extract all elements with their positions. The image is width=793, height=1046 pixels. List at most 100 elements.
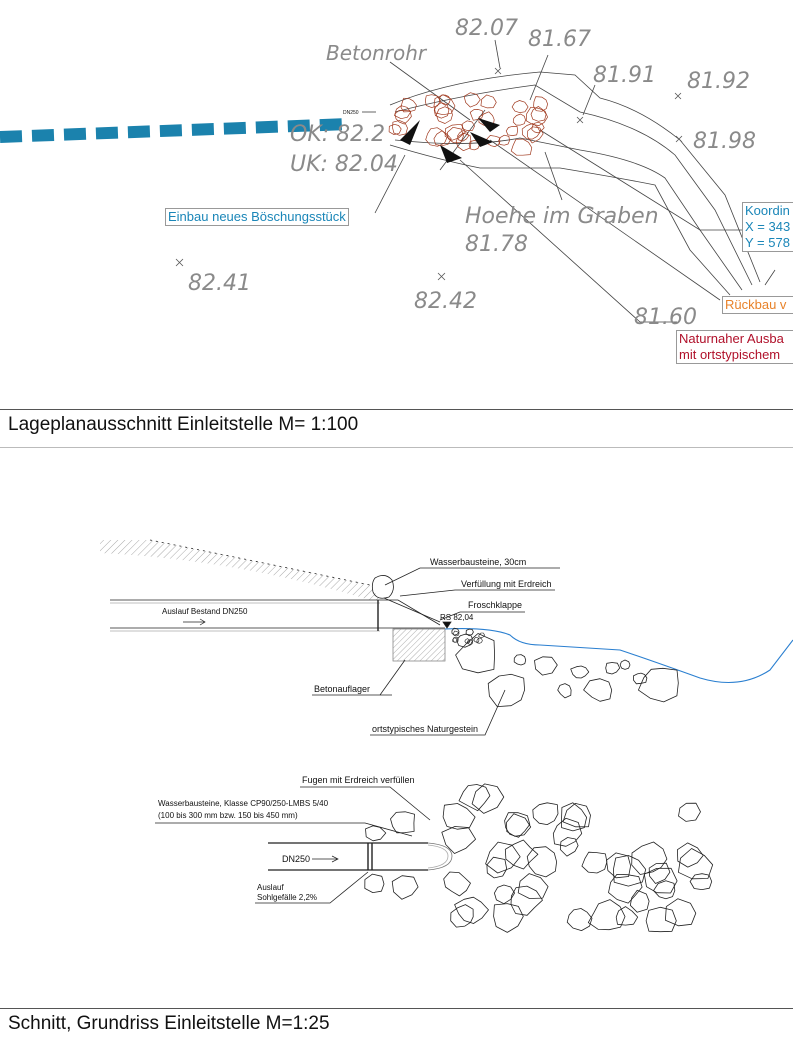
stone	[493, 903, 524, 933]
stone	[433, 94, 456, 116]
hoehe-label: Hoehe im Graben	[465, 204, 659, 229]
stone	[506, 813, 532, 837]
stone	[512, 113, 526, 126]
stone	[473, 636, 480, 643]
stone	[442, 803, 476, 830]
stone	[471, 783, 505, 814]
divider	[0, 447, 793, 448]
stone	[510, 885, 543, 916]
stone	[435, 106, 453, 124]
stone	[619, 659, 631, 670]
stone	[645, 906, 677, 933]
stone	[433, 130, 452, 147]
stone	[665, 898, 697, 927]
elevation-label: 81.67	[528, 27, 591, 52]
koordinaten-y: Y = 578	[745, 235, 790, 250]
stone	[678, 802, 701, 822]
stone	[559, 837, 579, 857]
betonrohr-label: Betonrohr	[326, 41, 428, 65]
stone	[466, 639, 474, 645]
stone	[391, 875, 419, 900]
elevation-label: 81.78	[465, 232, 528, 257]
stone	[454, 896, 489, 924]
ditch-outline-inner2	[394, 137, 743, 291]
stone	[677, 842, 704, 868]
stone	[583, 678, 613, 702]
rueckbau-label: Rückbau v	[725, 297, 787, 312]
plan-view	[175, 39, 776, 323]
stone	[465, 628, 474, 637]
stone	[533, 96, 548, 112]
stone	[581, 851, 608, 874]
stone	[451, 627, 460, 636]
stone	[498, 134, 510, 146]
divider	[0, 409, 793, 410]
stone	[629, 889, 650, 913]
plan-caption: Lageplanausschnitt Einleitstelle M= 1:10…	[8, 414, 359, 435]
concrete-support	[392, 628, 446, 662]
stone	[455, 633, 495, 674]
froschklappe-label: Froschklappe	[468, 600, 522, 610]
koordinaten-x: X = 343	[745, 219, 791, 234]
stone	[534, 656, 558, 676]
naturgestein-label: ortstypisches Naturgestein	[372, 724, 478, 734]
stone	[446, 126, 464, 144]
stone	[532, 802, 559, 825]
stone	[511, 100, 529, 113]
existing-pipe-dashed	[0, 118, 351, 143]
stone	[531, 121, 545, 134]
elevation-label: 82.07	[455, 16, 518, 41]
stone	[653, 880, 676, 900]
elevation-label: 81.98	[693, 129, 756, 154]
plan-stone-cluster	[388, 92, 548, 156]
elevation-label: 82.42	[414, 289, 477, 314]
stone	[486, 856, 508, 879]
stone	[631, 841, 668, 875]
stone	[527, 126, 544, 144]
outlet-arrows	[400, 118, 500, 163]
stone	[441, 826, 476, 854]
fugen-label: Fugen mit Erdreich verfüllen	[302, 775, 415, 785]
koordinaten-title: Koordin	[745, 203, 790, 218]
stone	[452, 636, 459, 643]
auslauf-bestand-label: Auslauf Bestand DN250	[162, 607, 248, 616]
stone	[530, 106, 547, 122]
stone	[394, 105, 411, 120]
stone	[504, 839, 539, 870]
stone	[463, 92, 481, 108]
section-caption: Schnitt, Grundriss Einleitstelle M=1:25	[8, 1013, 330, 1034]
stone	[505, 126, 518, 136]
water-line	[444, 628, 793, 683]
stone	[526, 846, 557, 878]
plan-dn-label: DN250	[343, 110, 359, 116]
stone	[513, 654, 527, 666]
stone	[390, 811, 415, 834]
elevation-label: 81.91	[593, 63, 656, 88]
naturnah-line2: mit ortstypischem	[679, 347, 781, 362]
naturnah-line1: Naturnaher Ausba	[679, 331, 784, 346]
verfuellung-label: Verfüllung mit Erdreich	[461, 579, 552, 589]
betonauflager-label: Betonauflager	[314, 684, 370, 694]
stone	[480, 94, 497, 109]
stone	[605, 662, 621, 675]
stone	[458, 784, 491, 812]
section-stone-cluster	[451, 627, 679, 707]
stone	[456, 633, 474, 648]
stone	[648, 862, 671, 884]
dn250-label: DN250	[282, 854, 310, 864]
detail-stone-cluster	[364, 783, 714, 933]
stone	[638, 667, 679, 703]
stone	[587, 899, 626, 931]
stone	[424, 94, 441, 108]
stone	[487, 673, 525, 707]
ok-label: OK: 82.2	[290, 122, 385, 147]
stone	[613, 855, 647, 887]
naturnah-label-box: Naturnaher Ausba mit ortstypischem	[676, 330, 793, 364]
stone	[392, 120, 408, 136]
stone	[504, 812, 531, 838]
stone	[566, 908, 593, 931]
embankment-hatch	[100, 540, 380, 600]
sohlgefaelle-label: Sohlgefälle 2,2%	[257, 893, 317, 902]
koordinaten-label-box: Koordin X = 343 Y = 578	[742, 202, 793, 252]
